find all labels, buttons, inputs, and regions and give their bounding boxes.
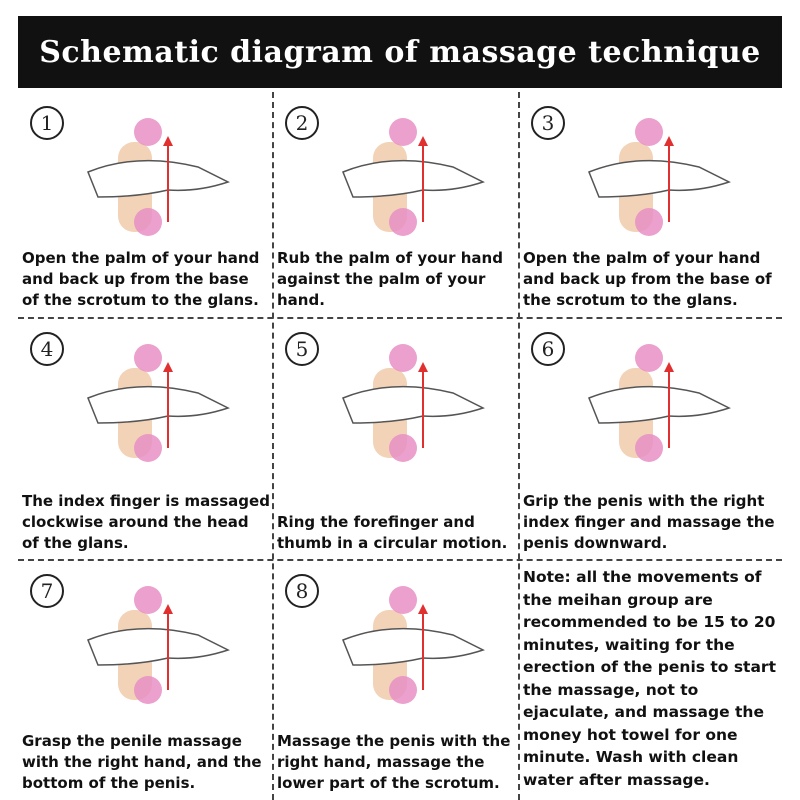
hand-outline <box>342 627 485 666</box>
step-caption: Rub the palm of your hand against the pa… <box>277 249 503 309</box>
divider <box>18 317 782 319</box>
step-number: 5 <box>285 332 319 366</box>
step-caption: Massage the penis with the right hand, m… <box>277 732 511 792</box>
step-cell: 5 Ring the forefinger and thumb in a cir… <box>273 318 519 560</box>
hand-outline <box>342 159 485 198</box>
censor-icon <box>134 208 162 236</box>
censor-icon <box>134 344 162 372</box>
page-title: Schematic diagram of massage technique <box>39 34 761 70</box>
hand-illustration <box>588 344 731 462</box>
hand-outline <box>87 385 230 424</box>
step-number: 4 <box>30 332 64 366</box>
step-cell: 7 Grasp the penile massage with the righ… <box>18 560 272 800</box>
step-caption: Ring the forefinger and thumb in a circu… <box>277 513 508 552</box>
hand-outline <box>588 385 731 424</box>
hand-illustration <box>87 344 230 462</box>
hand-illustration <box>342 586 485 704</box>
step-caption: Open the palm of your hand and back up f… <box>22 249 260 309</box>
censor-icon <box>134 118 162 146</box>
arrow-head-icon <box>664 362 674 372</box>
censor-icon <box>389 208 417 236</box>
hand-outline <box>87 627 230 666</box>
hand-illustration <box>342 344 485 462</box>
title-bar: Schematic diagram of massage technique <box>18 16 782 88</box>
censor-icon <box>389 434 417 462</box>
step-caption: Grasp the penile massage with the right … <box>22 732 262 792</box>
arrow-head-icon <box>163 136 173 146</box>
step-caption: Open the palm of your hand and back up f… <box>523 249 772 309</box>
censor-icon <box>389 676 417 704</box>
step-caption: Grip the penis with the right index fing… <box>523 492 775 552</box>
note-text: Note: all the movements of the meihan gr… <box>523 568 776 789</box>
step-caption: The index finger is massaged clockwise a… <box>22 492 270 552</box>
censor-icon <box>635 434 663 462</box>
step-number: 8 <box>285 574 319 608</box>
hand-illustration <box>87 586 230 704</box>
censor-icon <box>635 118 663 146</box>
arrow-head-icon <box>163 362 173 372</box>
step-cell: 2 Rub the palm of your hand against the … <box>273 92 519 317</box>
hand-outline <box>342 385 485 424</box>
hand-illustration <box>342 118 485 236</box>
step-cell: 3 Open the palm of your hand and back up… <box>519 92 782 317</box>
step-cell: 6 Grip the penis with the right index fi… <box>519 318 782 560</box>
censor-icon <box>635 208 663 236</box>
arrow-head-icon <box>418 604 428 614</box>
step-number: 3 <box>531 106 565 140</box>
divider <box>272 92 274 800</box>
hand-outline <box>588 159 731 198</box>
note-cell: Note: all the movements of the meihan gr… <box>519 562 782 800</box>
censor-icon <box>134 434 162 462</box>
hand-outline <box>87 159 230 198</box>
step-number: 2 <box>285 106 319 140</box>
steps-grid <box>18 92 782 800</box>
arrow-head-icon <box>664 136 674 146</box>
censor-icon <box>389 344 417 372</box>
censor-icon <box>389 118 417 146</box>
divider <box>518 92 520 800</box>
step-number: 6 <box>531 332 565 366</box>
step-number: 1 <box>30 106 64 140</box>
censor-icon <box>134 586 162 614</box>
step-cell: 8 Massage the penis with the right hand,… <box>273 560 519 800</box>
hand-illustration <box>588 118 731 236</box>
step-cell: 1 Open the palm of your hand and back up… <box>18 92 272 317</box>
arrow-head-icon <box>418 362 428 372</box>
censor-icon <box>635 344 663 372</box>
censor-icon <box>134 676 162 704</box>
censor-icon <box>389 586 417 614</box>
hand-illustration <box>87 118 230 236</box>
step-cell: 4 The index finger is massaged clockwise… <box>18 318 272 560</box>
arrow-head-icon <box>163 604 173 614</box>
step-number: 7 <box>30 574 64 608</box>
arrow-head-icon <box>418 136 428 146</box>
divider <box>18 559 782 561</box>
